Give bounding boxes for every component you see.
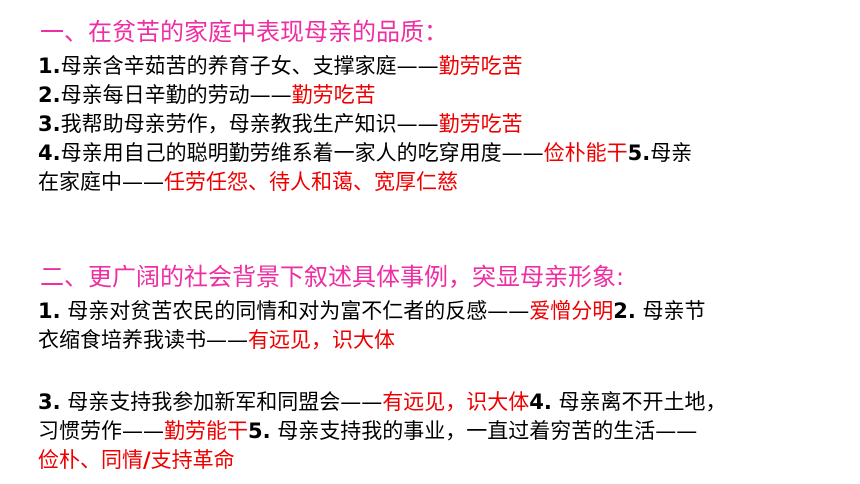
s2-item4-text-a: 母亲离不开土地，	[551, 390, 727, 414]
s1-item3-tag: 勤劳吃苦	[438, 112, 523, 136]
s1-line-4: 4.母亲用自己的聪明勤劳维系着一家人的吃穿用度——俭朴能干5.母亲	[38, 139, 838, 168]
s2-item2-text-b: 衣缩食培养我读书——	[38, 328, 248, 352]
s1-item2-tag: 勤劳吃苦	[291, 83, 376, 107]
s2-item3-text: 母亲支持我参加新军和同盟会——	[60, 390, 383, 414]
s1-item5-text-a: 母亲	[650, 141, 693, 165]
s1-item4-tag: 俭朴能干	[543, 141, 628, 165]
s2-item1-num: 1.	[38, 299, 61, 323]
s1-line-5: 在家庭中——任劳任怨、待人和蔼、宽厚仁慈	[38, 168, 838, 197]
section2-body-b: 3. 母亲支持我参加新军和同盟会——有远见，识大体4. 母亲离不开土地， 习惯劳…	[38, 388, 838, 475]
s2-item2-num: 2.	[613, 299, 636, 323]
s1-item5-tag: 任劳任怨、待人和蔼、宽厚仁慈	[164, 170, 458, 194]
s2-item5-num: 5.	[248, 419, 271, 443]
s1-item2-text: 母亲每日辛勤的劳动——	[60, 83, 292, 107]
s2-line-5: 俭朴、同情/支持革命	[38, 446, 838, 475]
s2-item5-tag-a: 俭朴、同情	[38, 448, 143, 472]
s2-item5-text: 母亲支持我的事业，一直过着穷苦的生活——	[270, 419, 698, 443]
s1-line-3: 3.我帮助母亲劳作，母亲教我生产知识——勤劳吃苦	[38, 110, 838, 139]
s1-item1-num: 1.	[38, 54, 61, 78]
s1-item4-num: 4.	[38, 141, 61, 165]
section2-heading: 二、更广阔的社会背景下叙述具体事例，突显母亲形象:	[40, 263, 625, 291]
s1-item1-tag: 勤劳吃苦	[438, 54, 523, 78]
s2-line-2: 衣缩食培养我读书——有远见，识大体	[38, 326, 838, 355]
s2-item5-tag-b: 支持革命	[150, 448, 235, 472]
s2-item5-tag-sep: /	[143, 448, 151, 472]
s2-item2-tag: 有远见，识大体	[248, 328, 395, 352]
s1-item4-text: 母亲用自己的聪明勤劳维系着一家人的吃穿用度——	[60, 141, 544, 165]
s1-item5-text-b: 在家庭中——	[38, 170, 164, 194]
s2-item4-num: 4.	[529, 390, 552, 414]
s2-item4-tag: 勤劳能干	[164, 419, 248, 443]
s2-item1-text: 母亲对贫苦农民的同情和对为富不仁者的反感——	[60, 299, 530, 323]
s2-item4-text-b: 习惯劳作——	[38, 419, 164, 443]
s2-item2-text-a: 母亲节	[635, 299, 706, 323]
s2-item3-num: 3.	[38, 390, 61, 414]
s2-item1-tag: 爱憎分明	[529, 299, 614, 323]
s1-item3-text: 我帮助母亲劳作，母亲教我生产知识——	[60, 112, 439, 136]
s1-line-2: 2.母亲每日辛勤的劳动——勤劳吃苦	[38, 81, 838, 110]
s2-item3-tag: 有远见，识大体	[382, 390, 530, 414]
s1-item5-num: 5.	[627, 141, 651, 165]
section1-body: 1.母亲含辛茹苦的养育子女、支撑家庭——勤劳吃苦 2.母亲每日辛勤的劳动——勤劳…	[38, 52, 838, 197]
s1-item2-num: 2.	[38, 83, 61, 107]
s1-line-1: 1.母亲含辛茹苦的养育子女、支撑家庭——勤劳吃苦	[38, 52, 838, 81]
s2-line-3: 3. 母亲支持我参加新军和同盟会——有远见，识大体4. 母亲离不开土地，	[38, 388, 838, 417]
s1-item1-text: 母亲含辛茹苦的养育子女、支撑家庭——	[60, 54, 439, 78]
s2-line-4: 习惯劳作——勤劳能干5. 母亲支持我的事业，一直过着穷苦的生活——	[38, 417, 838, 446]
section1-heading: 一、在贫苦的家庭中表现母亲的品质：	[40, 18, 448, 46]
s1-item3-num: 3.	[38, 112, 61, 136]
s2-line-1: 1. 母亲对贫苦农民的同情和对为富不仁者的反感——爱憎分明2. 母亲节	[38, 297, 838, 326]
section2-body-a: 1. 母亲对贫苦农民的同情和对为富不仁者的反感——爱憎分明2. 母亲节 衣缩食培…	[38, 297, 838, 355]
